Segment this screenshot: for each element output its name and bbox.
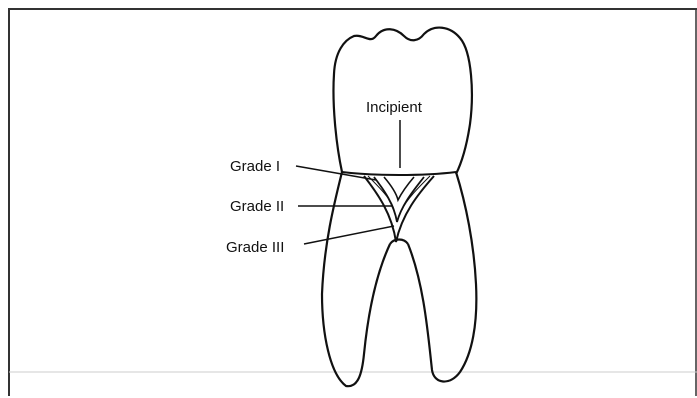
label-incipient: Incipient [366, 99, 423, 116]
diagram-container: Incipient Grade I Grade II Grade III [4, 4, 693, 390]
label-grade-2: Grade II [230, 198, 284, 215]
grade-3-leader [304, 226, 394, 244]
furcation-dome [390, 240, 408, 245]
label-grade-1: Grade I [230, 158, 280, 175]
distal-root [408, 172, 476, 382]
grade-3-outline [364, 176, 434, 242]
cemento-enamel-junction [342, 172, 456, 175]
grade-1-leader [296, 166, 376, 180]
tooth-furcation-diagram: Incipient Grade I Grade II Grade III [4, 4, 697, 398]
label-grade-3: Grade III [226, 239, 284, 256]
mesial-root [322, 172, 390, 386]
